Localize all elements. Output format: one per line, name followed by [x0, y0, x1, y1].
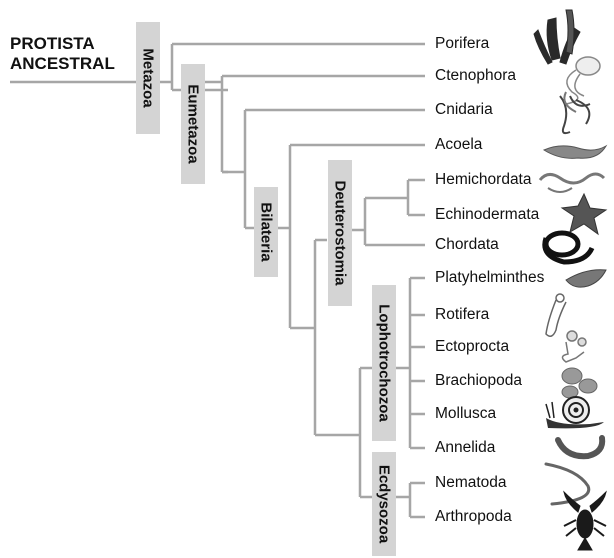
- starfish-icon: [562, 194, 606, 234]
- bryozoan-icon: [562, 331, 586, 362]
- lobster-icon: [564, 492, 606, 550]
- acorn-worm-icon: [540, 174, 604, 192]
- snail-icon: [546, 397, 604, 428]
- sponge-icon: [534, 10, 580, 64]
- lamp-shell-icon: [562, 368, 597, 398]
- rotifer-icon: [546, 294, 566, 336]
- earthworm-icon: [558, 438, 602, 456]
- flatworm-icon: [544, 146, 606, 158]
- lamprey-icon: [545, 233, 592, 262]
- planarian-icon: [566, 270, 606, 287]
- jellyfish-icon: [560, 92, 590, 133]
